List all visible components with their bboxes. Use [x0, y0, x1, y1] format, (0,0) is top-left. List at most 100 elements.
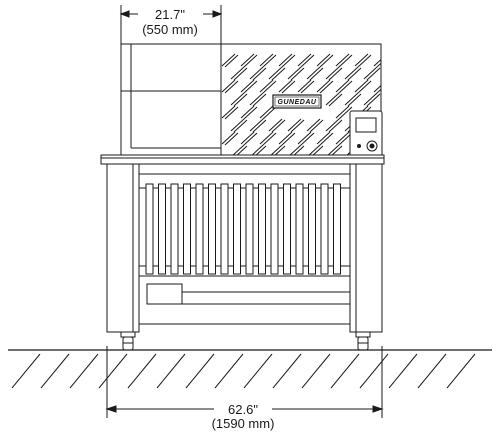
hatch-stroke [281, 80, 296, 94]
hatch-stroke [363, 66, 378, 80]
belt-slat [270, 183, 279, 275]
hatch-stroke [335, 53, 350, 67]
hatch-stroke [383, 67, 396, 79]
top-dimension-metric: (550 mm) [142, 22, 198, 37]
hatch-stroke [297, 131, 312, 145]
hatch-stroke [262, 80, 277, 94]
hatch-stroke [376, 88, 381, 94]
hatch-stroke [354, 53, 369, 67]
hatch-stroke [306, 66, 321, 80]
hatch-stroke [319, 80, 334, 94]
hatch-stroke [354, 79, 369, 93]
hatch-stroke [386, 146, 399, 158]
belt-slat [233, 183, 241, 275]
left-side-panel [106, 163, 140, 333]
hatch-stroke [224, 54, 239, 68]
hatch-stroke [221, 79, 236, 93]
hatch-stroke [366, 93, 381, 107]
ground-hatch-stroke [127, 353, 157, 389]
belt-slat [320, 183, 329, 275]
ground-hatch-stroke [330, 353, 360, 389]
brand-plate [272, 94, 322, 109]
ground-hatch-stroke [214, 353, 244, 389]
hatch-stroke [240, 131, 255, 145]
hatch-stroke [262, 106, 277, 120]
hatch-stroke [363, 92, 378, 106]
ground-hatch-stroke [156, 353, 186, 389]
hatch-stroke [300, 132, 315, 146]
bottom-dimension-imperial: 62.6" [228, 402, 258, 417]
hatch-stroke [249, 118, 264, 132]
hatch-stroke [252, 119, 267, 133]
hatch-stroke [325, 92, 340, 106]
hatch-stroke [230, 92, 245, 106]
hatch-stroke [243, 80, 258, 94]
hatch-stroke [224, 106, 239, 120]
caster-left-mount [120, 331, 136, 338]
hatch-stroke [328, 119, 343, 133]
caster-left [120, 331, 136, 351]
hatch-stroke [335, 105, 350, 119]
hatch-stroke [319, 54, 334, 68]
hatch-stroke [281, 54, 296, 68]
hatch-stroke [319, 132, 334, 146]
belt-slat [195, 183, 204, 275]
left-tower [120, 43, 222, 159]
hatch-stroke [386, 120, 399, 132]
hatch-stroke [328, 67, 343, 81]
hatch-stroke [259, 79, 274, 93]
ground-hatch-stroke [272, 353, 302, 389]
hatch-stroke [252, 67, 267, 81]
hatch-stroke [344, 66, 359, 80]
hatch-stroke [316, 79, 331, 93]
hatch-stroke [366, 67, 381, 81]
control-display-screen [355, 117, 377, 133]
hatch-stroke [309, 67, 324, 81]
ground-hatch-stroke [69, 353, 99, 389]
hatch-stroke [287, 118, 302, 132]
belt-slat [283, 183, 291, 275]
hatch-stroke [325, 66, 340, 80]
ground-hatch-stroke [11, 353, 41, 389]
hatch-stroke [233, 119, 248, 133]
belt-slat [145, 183, 154, 275]
hatch-stroke [221, 53, 236, 67]
hatch-stroke [300, 54, 315, 68]
hatch-stroke [233, 67, 248, 81]
ground-hatch-stroke [243, 353, 273, 389]
hatch-stroke [230, 118, 245, 132]
hatch-stroke [259, 53, 274, 67]
belt-slat [220, 183, 229, 275]
hatch-stroke [386, 94, 399, 106]
hatch-stroke [344, 92, 359, 106]
frame-top-rail [100, 154, 385, 165]
hatch-stroke [281, 132, 296, 146]
hatch-stroke [224, 80, 239, 94]
hatch-stroke [373, 58, 381, 67]
hatch-stroke [278, 131, 293, 145]
bottom-dimension-arrow-right [372, 405, 384, 413]
belt-slat [258, 183, 266, 275]
hatch-stroke [249, 92, 264, 106]
hatch-stroke [240, 105, 255, 119]
belt-slat [308, 183, 316, 275]
belt-slat [158, 183, 166, 275]
belt-slat [170, 183, 179, 275]
hatch-stroke [259, 105, 274, 119]
hatch-stroke [338, 54, 353, 68]
hatch-stroke [290, 67, 305, 81]
right-side-panel [349, 163, 383, 333]
hatch-stroke [259, 131, 274, 145]
hatch-stroke [224, 132, 239, 146]
hatch-stroke [221, 131, 236, 145]
top-dimension-imperial: 21.7" [155, 7, 185, 22]
top-dimension-arrow-right [212, 10, 223, 18]
hatch-stroke [325, 118, 340, 132]
caster-right [355, 331, 371, 351]
hatch-stroke [268, 118, 283, 132]
hatch-stroke [271, 67, 286, 81]
hatch-stroke [383, 93, 396, 105]
hatch-stroke [290, 119, 305, 133]
ground-hatch-stroke [388, 353, 418, 389]
